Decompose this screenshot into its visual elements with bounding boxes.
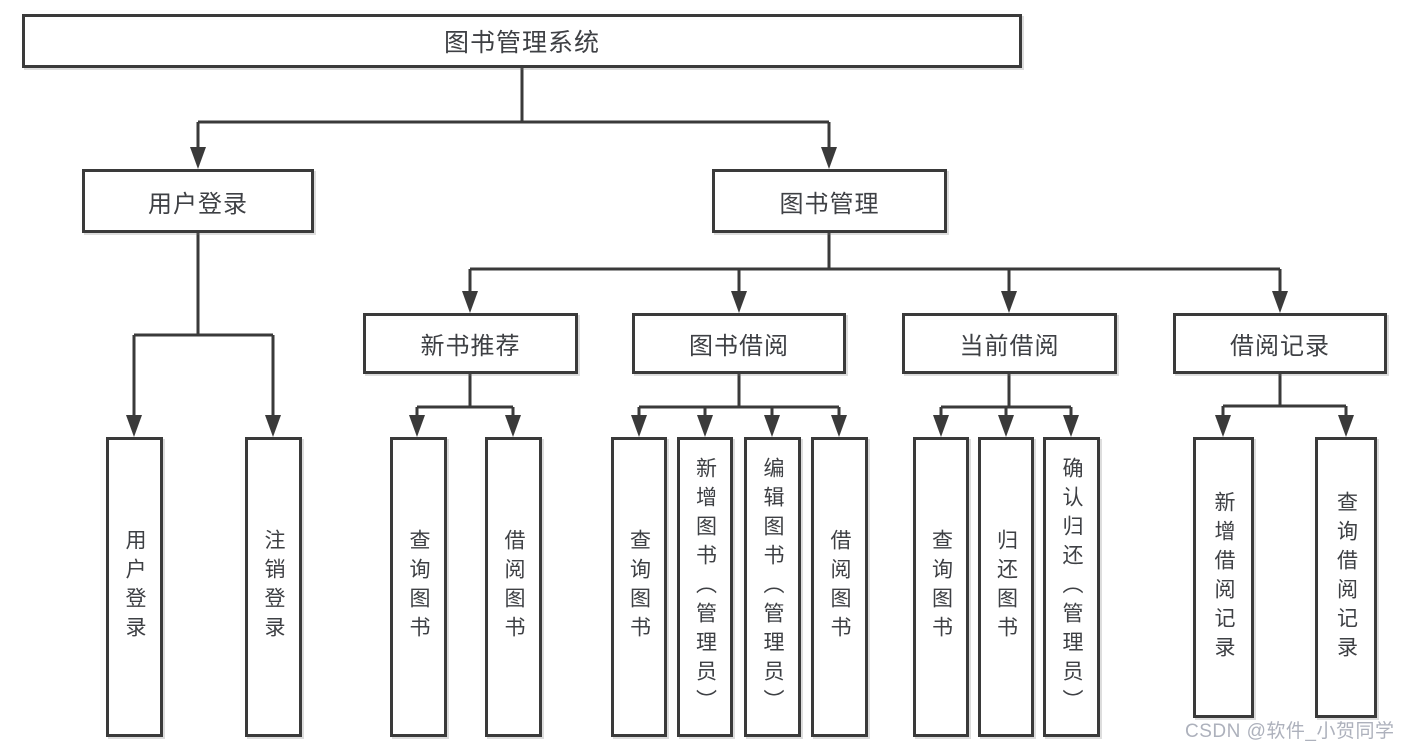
leaf-confirm-return-admin: 确认归还（管理员） — [1043, 437, 1100, 737]
leaf-query-borrow-record: 查询借阅记录 — [1315, 437, 1377, 718]
node-label: 借阅图书 — [828, 529, 851, 645]
node-label: 新书推荐 — [420, 333, 521, 360]
node-book-management: 图书管理 — [712, 169, 947, 233]
leaf-user-login: 用户登录 — [106, 437, 163, 737]
node-root: 图书管理系统 — [22, 14, 1022, 68]
node-label: 新增借阅记录 — [1212, 490, 1235, 665]
node-label: 注销登录 — [262, 529, 285, 645]
node-label: 图书管理 — [779, 190, 880, 218]
node-label: 用户登录 — [148, 190, 248, 218]
node-label: 归还图书 — [994, 529, 1018, 645]
node-label: 借阅图书 — [502, 529, 525, 645]
node-label: 查询图书 — [407, 529, 430, 645]
node-label: 查询图书 — [929, 529, 953, 645]
leaf-edit-book-admin: 编辑图书（管理员） — [744, 437, 801, 737]
node-new-book-recommend: 新书推荐 — [363, 313, 578, 374]
node-current-borrow: 当前借阅 — [902, 313, 1117, 374]
node-borrow-records: 借阅记录 — [1173, 313, 1387, 374]
node-label: 查询借阅记录 — [1334, 490, 1358, 665]
node-label: 当前借阅 — [959, 333, 1060, 360]
node-label: 新增图书（管理员） — [693, 456, 717, 718]
node-label: 确认归还（管理员） — [1060, 456, 1083, 718]
node-label: 图书管理系统 — [443, 29, 600, 57]
leaf-add-borrow-record: 新增借阅记录 — [1193, 437, 1254, 718]
leaf-query-books-recommend: 查询图书 — [390, 437, 447, 737]
node-user-login: 用户登录 — [82, 169, 314, 233]
leaf-logout: 注销登录 — [245, 437, 302, 737]
leaf-query-books-current: 查询图书 — [913, 437, 969, 737]
leaf-add-book-admin: 新增图书（管理员） — [677, 437, 733, 737]
node-book-borrow: 图书借阅 — [632, 313, 846, 374]
leaf-borrow-books-recommend: 借阅图书 — [485, 437, 542, 737]
node-label: 借阅记录 — [1230, 333, 1330, 360]
leaf-query-books-borrow: 查询图书 — [611, 437, 667, 737]
node-label: 用户登录 — [123, 529, 146, 645]
csdn-watermark: CSDN @软件_小贺同学 — [1185, 721, 1395, 742]
leaf-borrow-books: 借阅图书 — [811, 437, 868, 737]
node-label: 图书借阅 — [689, 333, 789, 360]
node-label: 查询图书 — [627, 529, 651, 645]
leaf-return-book: 归还图书 — [978, 437, 1034, 737]
node-label: 编辑图书（管理员） — [761, 456, 784, 718]
